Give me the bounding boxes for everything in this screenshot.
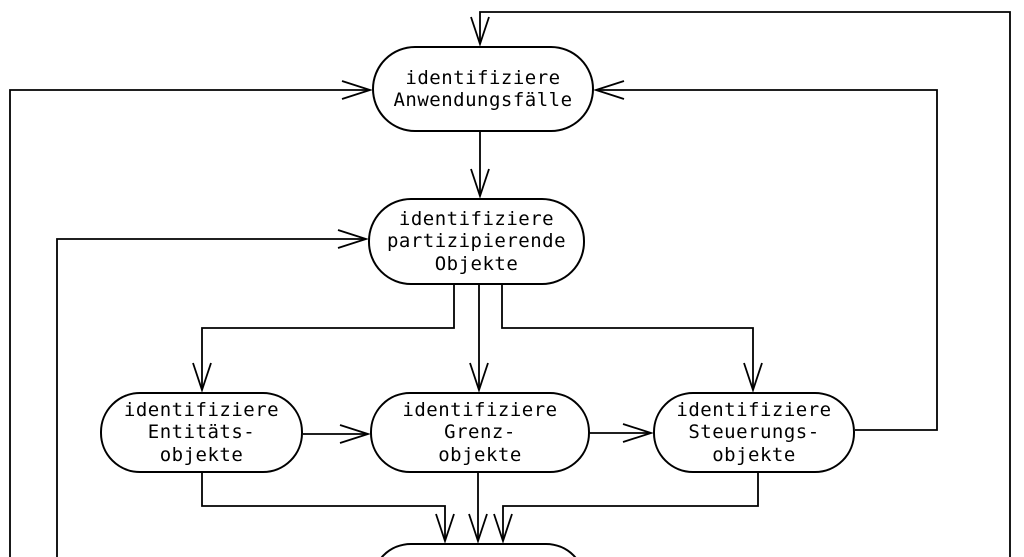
arrowhead-right-icon [339, 424, 371, 444]
arrowhead-right-icon [337, 229, 369, 249]
edge-line [479, 11, 1011, 557]
edge-use-cases-to-participating [470, 132, 490, 199]
node-identifiziere-steuerungsobjekte: identifiziere Steuerungs- objekte [653, 392, 855, 473]
edge-line [201, 473, 446, 541]
edge-entity-to-boundary [303, 424, 371, 444]
node-identifiziere-partizipierende-objekte: identifiziere partizipierende Objekte [368, 198, 585, 285]
edge-control-to-use-cases [593, 80, 938, 431]
edge-loop-left-into-use-cases [9, 80, 373, 557]
arrowhead-down-icon [192, 362, 212, 393]
arrowhead-right-icon [341, 80, 373, 100]
edge-control-to-bottom [493, 473, 759, 544]
edge-line [9, 89, 370, 557]
edge-entity-to-bottom [201, 473, 455, 544]
edge-boundary-to-bottom [468, 473, 488, 544]
arrowhead-down-icon [743, 362, 763, 393]
edge-line [596, 89, 938, 431]
arrowhead-down-icon [468, 513, 488, 544]
edge-participating-to-control [501, 285, 763, 393]
arrowhead-right-icon [622, 423, 654, 443]
edge-participating-to-entity [192, 285, 455, 393]
arrowhead-down-icon [435, 513, 455, 544]
node-bottom-partial [371, 543, 586, 557]
arrowhead-down-icon [470, 16, 490, 47]
node-identifiziere-entitaetsobjekte: identifiziere Entitäts- objekte [100, 392, 303, 473]
node-identifiziere-grenzobjekte: identifiziere Grenz- objekte [370, 392, 590, 473]
edge-line [201, 285, 455, 390]
edge-line [56, 238, 366, 557]
arrowhead-down-icon [469, 362, 489, 393]
edge-loop-left-into-participating [56, 229, 369, 557]
edge-boundary-to-control [590, 423, 654, 443]
node-identifiziere-anwendungsfaelle: identifiziere Anwendungsfälle [372, 46, 594, 132]
edge-loop-top-into-use-cases [470, 11, 1011, 557]
arrowhead-down-icon [493, 513, 513, 544]
edge-line [502, 473, 759, 541]
edge-participating-to-boundary [469, 285, 489, 393]
arrowhead-down-icon [470, 168, 490, 199]
edge-line [501, 285, 754, 390]
arrowhead-left-icon [593, 80, 625, 100]
